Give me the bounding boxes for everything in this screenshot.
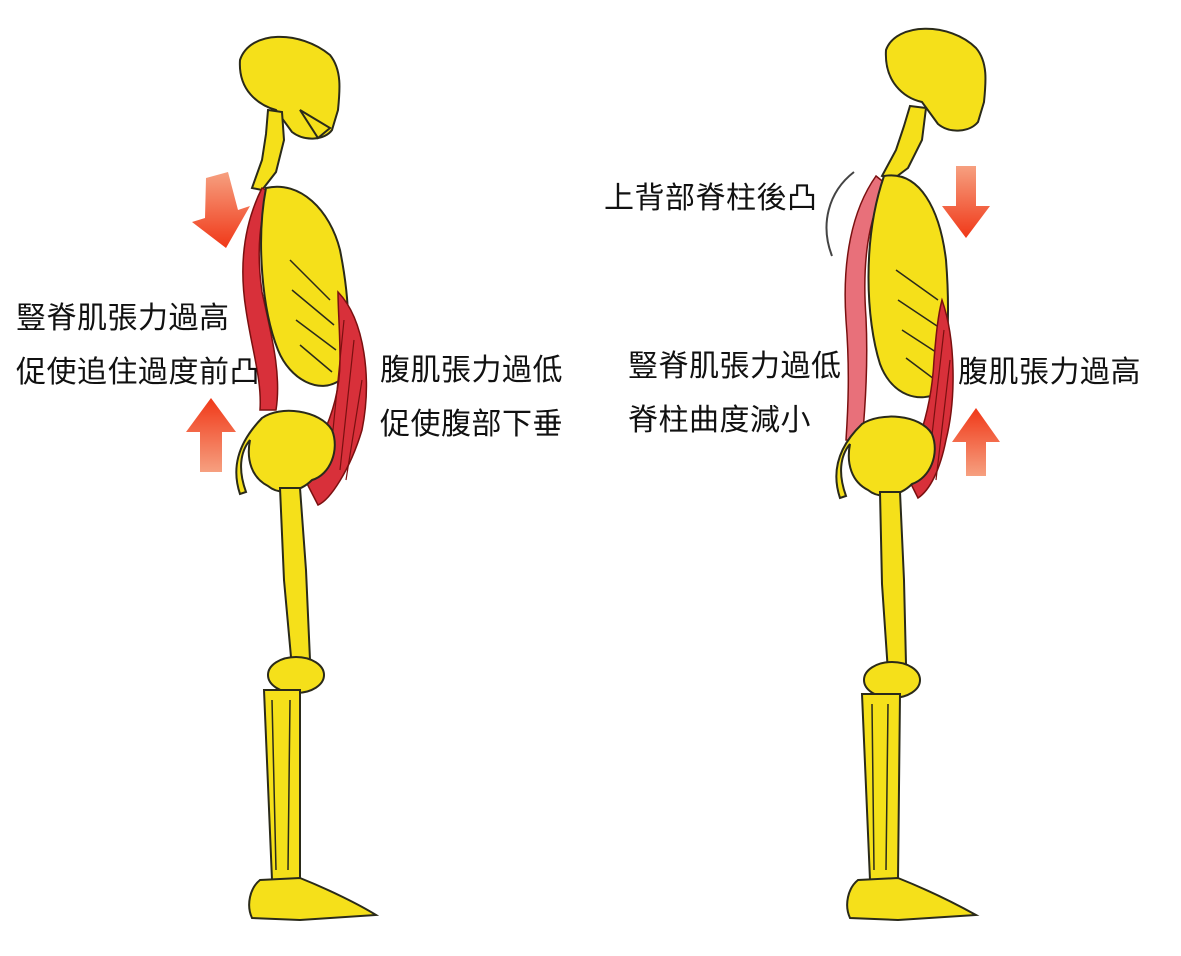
right-abdominal-label-1: 腹肌張力過高 bbox=[958, 355, 1141, 390]
left-abdominal-label-2: 促使腹部下垂 bbox=[380, 407, 563, 442]
right-up-arrow bbox=[952, 408, 1000, 476]
left-skull bbox=[238, 35, 341, 140]
left-tibia bbox=[262, 689, 301, 881]
left-erector-label-2: 促使追住過度前凸 bbox=[16, 355, 260, 390]
left-femur bbox=[278, 487, 312, 670]
left-up-arrow bbox=[186, 398, 236, 472]
kyphosis-arc bbox=[825, 171, 855, 257]
right-foot bbox=[846, 876, 980, 922]
left-down-arrow bbox=[192, 172, 250, 248]
right-erector-label-2: 脊柱曲度減小 bbox=[628, 403, 811, 438]
right-cervical-spine bbox=[880, 104, 928, 182]
right-pelvis bbox=[835, 415, 936, 500]
left-erector-muscle bbox=[242, 186, 279, 411]
right-kyphosis-label: 上背部脊柱後凸 bbox=[604, 181, 818, 216]
right-skeleton bbox=[835, 27, 987, 922]
right-erector-label-1: 豎脊肌張力過低 bbox=[628, 349, 842, 384]
left-abdominal-label-1: 腹肌張力過低 bbox=[380, 353, 563, 388]
left-pelvis bbox=[235, 409, 336, 496]
right-skull bbox=[884, 27, 987, 132]
left-foot bbox=[248, 876, 380, 922]
left-erector-label-1: 豎脊肌張力過高 bbox=[16, 301, 230, 336]
right-down-arrow bbox=[942, 166, 990, 238]
right-femur bbox=[878, 491, 908, 674]
left-cervical-spine bbox=[250, 108, 286, 192]
left-skeleton bbox=[235, 35, 380, 922]
right-tibia bbox=[860, 693, 902, 881]
